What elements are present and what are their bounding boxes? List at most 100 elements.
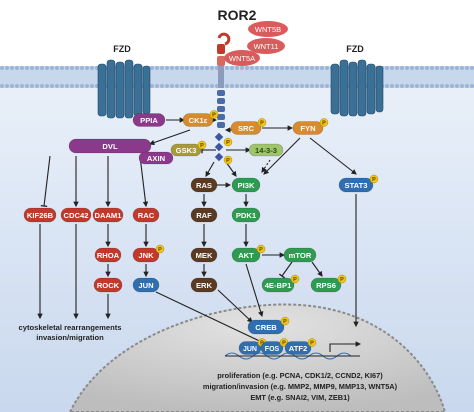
edge-dvl-kif26b (40, 155, 51, 208)
mek-node: MEK (190, 247, 218, 263)
daam1-node-shape (92, 207, 124, 223)
ppia-node: PPIA (132, 113, 166, 127)
edge-jun-nucleus (155, 291, 271, 347)
cell-membrane (0, 65, 474, 89)
ppia-node-shape (132, 113, 166, 127)
diagram-title: ROR2 (218, 7, 257, 23)
ror2-receptor (214, 32, 231, 162)
ras-node: RAS (190, 177, 218, 193)
edge-transcription (329, 341, 362, 352)
edge-dvl-rac (139, 155, 149, 208)
ligand-wnt5b: WNT5B (248, 21, 288, 37)
mek-node-label: MEK (196, 251, 213, 260)
p1433-node-shape (248, 143, 284, 157)
gsk3-node-phospho-label: P (200, 143, 204, 149)
ror2-phospho-label-2: P (226, 158, 230, 164)
src-node-label: SRC (238, 124, 255, 133)
stat3-node-phospho-label: P (372, 177, 376, 183)
edge-ror2-ras (205, 161, 215, 177)
ligand-wnt11-label: WNT11 (254, 42, 279, 51)
kif26b-node-label: KIF26B (27, 211, 54, 220)
rhoa-node: RHOA (94, 247, 122, 263)
outcome-cytoskeletal-line2: invasion/migration (36, 333, 104, 342)
atf2-node-phospho-badge (307, 338, 317, 347)
stat3-node-shape (338, 177, 374, 193)
cdc42-node-label: CDC42 (64, 211, 89, 220)
dvl-node: DVL (68, 138, 152, 154)
mtor-node: mTOR (283, 247, 317, 263)
rps6-node-label: RPS6 (316, 281, 336, 290)
edge-ror2-pi3k (225, 161, 237, 177)
pdk1-node-label: PDK1 (236, 211, 257, 220)
gsk3-node-phospho-badge (197, 140, 207, 150)
dvl-node-label: DVL (102, 142, 118, 151)
cdc42-node-shape (60, 207, 92, 223)
fos-node-phospho-badge (279, 338, 289, 347)
dvl-node-shape (68, 138, 152, 154)
cdc42-node: CDC42 (60, 207, 92, 223)
rps6-node-shape (310, 277, 342, 293)
akt-node-shape (231, 247, 261, 263)
ligand-wnt5a: WNT5A (224, 50, 260, 66)
src-node-phospho-badge (257, 118, 267, 127)
jun-cyto-node-label: JUN (138, 281, 153, 290)
ebp1-node-shape (261, 277, 295, 293)
ebp1-node-label: 4E-BP1 (265, 281, 292, 290)
ck1e-node-phospho-badge (209, 110, 219, 119)
ligand-wnt11: WNT11 (247, 38, 285, 54)
rps6-node: RPS6 P (310, 274, 347, 293)
rac-node: RAC (132, 207, 160, 223)
rock-node: ROCK (93, 277, 123, 293)
edge-fyn-stat3 (309, 137, 357, 175)
outcome-nuclear-line1: proliferation (e.g. PCNA, CDK1/2, CCND2,… (217, 371, 383, 380)
ck1e-node-shape (182, 113, 214, 127)
fos-node-phospho-label: P (282, 341, 286, 347)
erk-node-shape (190, 277, 218, 293)
src-node-phospho-label: P (260, 121, 264, 127)
fyn-node-phospho-badge (319, 118, 329, 127)
p1433-node-label: 14-3-3 (255, 146, 277, 155)
fyn-node-label: FYN (300, 124, 315, 133)
kif26b-node: KIF26B (23, 207, 57, 223)
atf2-node-label: ATF2 (289, 344, 307, 353)
src-node: SRC P (230, 118, 267, 135)
ror2-phospho-badge-1 (223, 137, 233, 147)
pi3k-node-shape (231, 177, 261, 193)
outcome-nuclear-line3: EMT (e.g. SNAI2, VIM, ZEB1) (250, 393, 350, 402)
ras-node-shape (190, 177, 218, 193)
fzd-label-right: FZD (346, 44, 364, 54)
raf-node: RAF (190, 207, 218, 223)
pdk1-node-shape (231, 207, 261, 223)
atf2-node-phospho-label: P (310, 341, 314, 347)
jnk-node-phospho-label: P (158, 247, 162, 253)
axin-node-shape (138, 151, 174, 165)
ppia-node-label: PPIA (140, 116, 158, 125)
fyn-node-phospho-label: P (322, 121, 326, 127)
gsk3-node-label: GSK3 (176, 146, 197, 155)
rac-node-shape (132, 207, 160, 223)
atf2-node-shape (284, 341, 312, 355)
daam1-node-label: DAAM1 (94, 211, 122, 220)
ras-node-label: RAS (196, 181, 212, 190)
src-node-shape (230, 121, 262, 135)
jun-nuc-node-phospho-label: P (260, 341, 264, 347)
axin-node: AXIN (138, 151, 174, 165)
outcome-cytoskeletal-line1: cytoskeletal rearrangements (19, 323, 122, 332)
ebp1-node-phospho-badge (290, 274, 300, 284)
rps6-node-phospho-label: P (340, 277, 344, 283)
rhoa-node-label: RHOA (97, 251, 120, 260)
akt-node-phospho-label: P (259, 247, 263, 253)
fos-node-label: FOS (265, 346, 280, 353)
raf-node-shape (190, 207, 218, 223)
fzd-receptor-right: FZD (330, 44, 384, 117)
rhoa-node-shape (94, 247, 122, 263)
fyn-node: FYN P (292, 118, 329, 135)
edge-1433-pi3k (261, 159, 271, 173)
